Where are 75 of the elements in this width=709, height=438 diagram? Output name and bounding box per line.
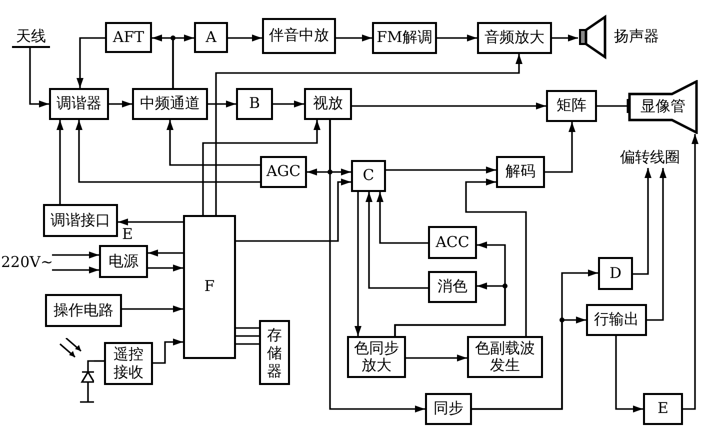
block-box: 矩阵	[546, 90, 597, 122]
block-box: F	[183, 215, 236, 359]
arrow	[148, 264, 183, 272]
voltage-label: 220V~	[2, 252, 52, 274]
block-box: B	[236, 88, 273, 120]
block-box: 解码	[496, 156, 545, 188]
block-box: 调谐接口	[43, 204, 118, 237]
arrow	[683, 134, 698, 410]
arrow	[153, 338, 183, 364]
block-box: ACC	[428, 226, 477, 259]
block-box: 色副载波发生	[467, 336, 543, 378]
arrow	[76, 120, 260, 183]
arrow	[406, 354, 467, 362]
connector-line	[236, 335, 259, 337]
arrow	[148, 250, 183, 256]
arrow	[552, 34, 578, 42]
block-box: E	[643, 393, 683, 425]
block-box: 视放	[304, 88, 352, 120]
block-box: 中频通道	[132, 88, 208, 120]
antenna-label: 天线	[12, 28, 50, 48]
arrow	[394, 242, 506, 336]
block-box: A	[194, 22, 228, 53]
arrow	[336, 34, 372, 42]
arrow	[465, 178, 527, 336]
arrow	[172, 34, 194, 88]
block-box: 行输出	[586, 304, 647, 336]
arrow	[615, 336, 643, 412]
connector-line	[94, 360, 104, 362]
block-box: 色同步放大	[347, 336, 406, 378]
arrow	[76, 37, 105, 88]
arrow	[52, 266, 99, 274]
arrow	[208, 100, 236, 108]
block-box: D	[598, 257, 633, 290]
arrow	[633, 168, 652, 275]
block-box: AGC	[260, 156, 307, 188]
arrow	[109, 100, 132, 108]
arrow	[329, 120, 425, 412]
arrow	[376, 192, 428, 244]
connector-line	[236, 327, 259, 329]
block-box: 伴音中放	[262, 18, 336, 54]
arrow	[202, 120, 320, 215]
block-box: 电源	[99, 245, 148, 278]
coil-label: 偏转线圈	[612, 148, 688, 168]
arrow	[647, 168, 666, 321]
block-box: 音频放大	[477, 22, 552, 54]
arrow	[545, 122, 576, 173]
block-box: 同步	[425, 393, 472, 425]
arrow	[366, 192, 428, 289]
text-label: E	[122, 225, 133, 243]
speaker-label: 扬声器	[614, 28, 659, 46]
block-box: FM解调	[372, 22, 437, 54]
arrow	[352, 102, 546, 110]
arrow	[386, 166, 496, 174]
arrow	[118, 218, 183, 226]
block-box: AFT	[105, 22, 152, 53]
block-box: 调谐器	[49, 88, 109, 120]
arrow	[236, 178, 351, 242]
arrow	[215, 54, 522, 215]
arrow	[122, 306, 183, 312]
connector-line	[236, 343, 259, 345]
arrow	[472, 316, 586, 410]
arrow	[354, 192, 362, 336]
block-box: C	[351, 160, 386, 192]
arrow	[166, 120, 260, 166]
picture-tube-label: 显像管	[640, 98, 686, 116]
arrow	[228, 34, 262, 42]
block-box: 操作电路	[45, 294, 122, 327]
block-box: 遥控接收	[104, 342, 153, 385]
arrow	[437, 34, 477, 42]
arrow	[56, 120, 64, 204]
arrow	[273, 100, 304, 108]
block-box: 消色	[428, 271, 477, 303]
block-box: 存储器	[259, 320, 290, 385]
arrow	[29, 48, 49, 108]
arrow	[52, 252, 99, 258]
